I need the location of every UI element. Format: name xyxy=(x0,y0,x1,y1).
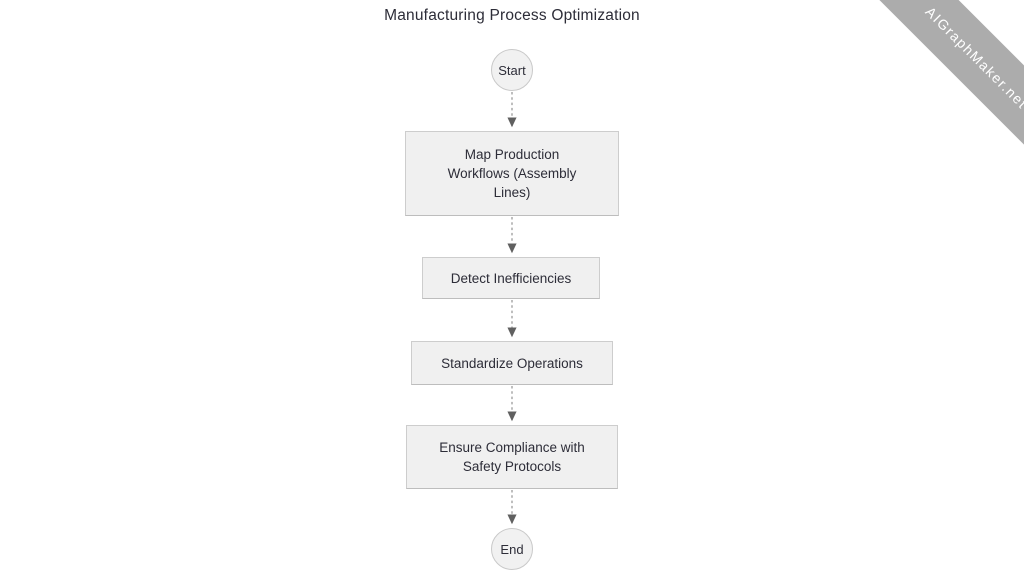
flowchart-node-end: End xyxy=(491,528,533,570)
flowchart-node-ensure-compliance: Ensure Compliance with Safety Protocols xyxy=(406,425,618,489)
flowchart-node-start: Start xyxy=(491,49,533,91)
watermark-ribbon: AIGraphMaker.net xyxy=(854,0,1024,170)
flowchart-node-standardize-operations: Standardize Operations xyxy=(411,341,613,385)
flowchart-node-map-production-workflows: Map Production Workflows (Assembly Lines… xyxy=(405,131,619,216)
diagram-title: Manufacturing Process Optimization xyxy=(384,7,640,24)
flowchart-node-detect-inefficiencies: Detect Inefficiencies xyxy=(422,257,600,299)
